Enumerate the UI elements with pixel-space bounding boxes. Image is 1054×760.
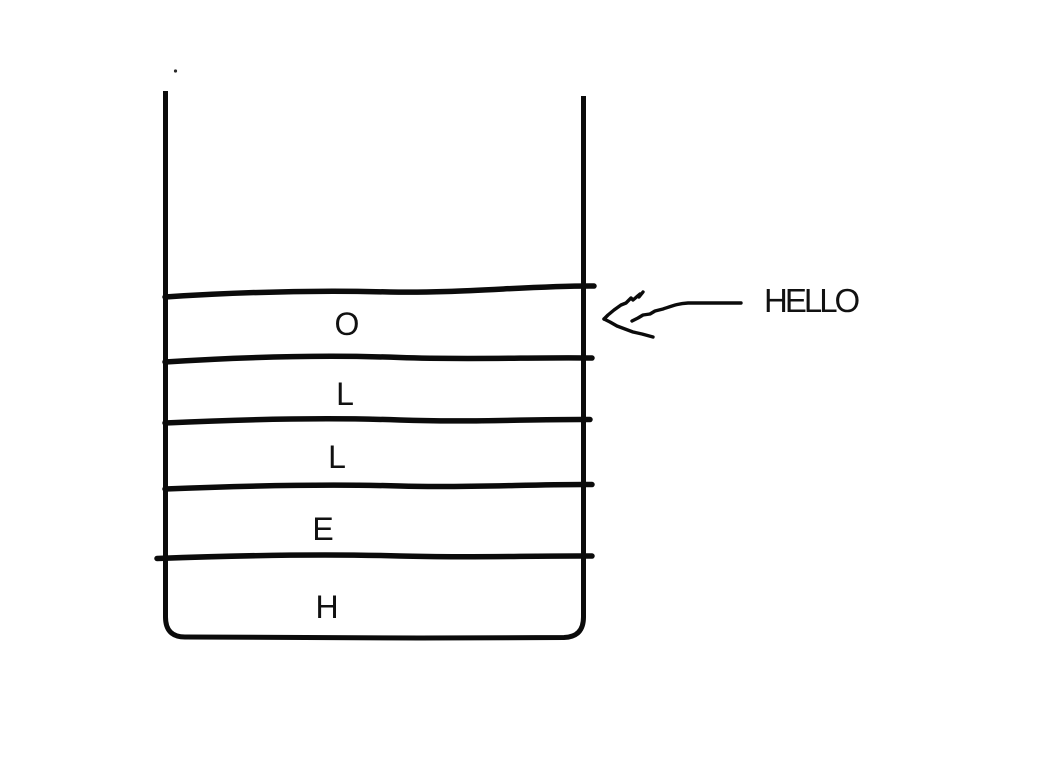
stray-pen-dot (173, 69, 178, 73)
slot-divider-E-H (154, 552, 595, 562)
annotation-arrow (602, 290, 743, 339)
slot-divider-L-L (162, 416, 593, 426)
arrow-head-lower-barb (602, 317, 655, 339)
arrow-shaft (630, 301, 743, 323)
slot-label-bottom: H (315, 589, 338, 625)
slot-label-4: E (312, 511, 333, 547)
slot-divider-L-E (162, 481, 595, 492)
slot-divider-O-L (162, 353, 595, 365)
annotation-label: HELLO (764, 282, 860, 319)
arrow-head-upper-barb (602, 290, 645, 321)
slot-label-2: L (336, 376, 354, 412)
stack-container-outline (163, 91, 586, 641)
slot-label-top: O (335, 306, 360, 342)
slot-label-3: L (328, 439, 346, 475)
slot-divider-top-of-O (162, 283, 597, 300)
